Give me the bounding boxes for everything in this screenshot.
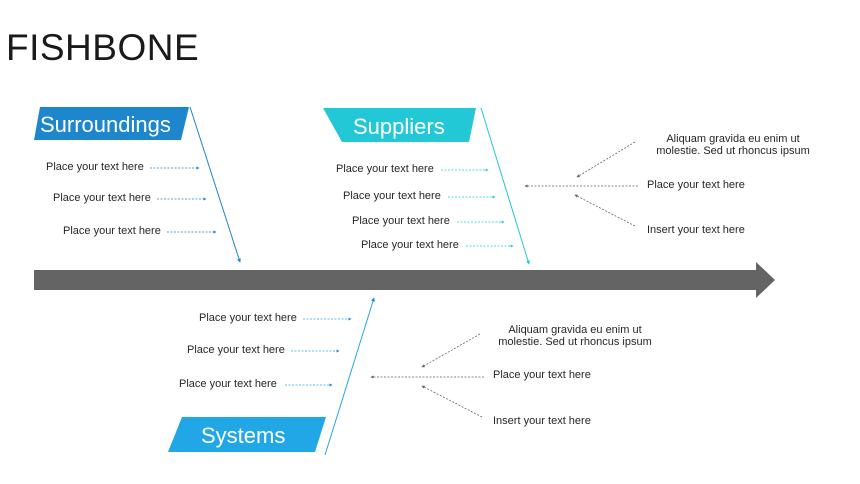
suppliers-banner <box>323 108 476 142</box>
systems-item: Place your text here <box>187 344 285 356</box>
suppliers-label: Suppliers <box>353 114 445 139</box>
systems-bone <box>324 297 375 456</box>
suppliers-item: Place your text here <box>352 215 450 227</box>
surroundings-item: Place your text here <box>63 225 161 237</box>
top-cluster-bottom-arrow <box>574 194 636 227</box>
top-cluster-note: Aliquam gravida eu enim ut molestie. Sed… <box>648 133 818 157</box>
bottom-cluster-bottom-text: Insert your text here <box>493 415 591 427</box>
top-cluster-note-arrow <box>576 141 636 178</box>
bottom-cluster-note-line2: molestie. Sed ut rhoncus ipsum <box>498 336 652 348</box>
spine-body <box>34 270 756 290</box>
bottom-cluster-note: Aliquam gravida eu enim ut molestie. Sed… <box>490 324 660 348</box>
top-cluster-bottom-text: Insert your text here <box>647 224 745 236</box>
systems-item: Place your text here <box>199 312 297 324</box>
bottom-cluster-middle-text: Place your text here <box>493 369 591 381</box>
systems-banner <box>168 417 326 452</box>
suppliers-item: Place your text here <box>361 239 459 251</box>
surroundings-label: Surroundings <box>40 112 171 137</box>
suppliers-bone <box>480 107 530 265</box>
surroundings-banner <box>34 107 189 140</box>
bottom-cluster-bottom-arrow <box>421 385 483 418</box>
surroundings-bone <box>189 106 241 263</box>
systems-label: Systems <box>201 423 286 448</box>
bottom-cluster-note-line1: Aliquam gravida eu enim ut <box>508 324 642 336</box>
top-cluster-note-line1: Aliquam gravida eu enim ut <box>666 133 800 145</box>
surroundings-item: Place your text here <box>53 192 151 204</box>
page-title: FISHBONE <box>6 27 200 68</box>
systems-item: Place your text here <box>179 378 277 390</box>
main-spine-arrow <box>34 262 775 298</box>
surroundings-item: Place your text here <box>46 161 144 173</box>
top-cluster-middle-text: Place your text here <box>647 179 745 191</box>
bottom-cluster-note-arrow <box>421 333 481 368</box>
top-cluster-note-line2: molestie. Sed ut rhoncus ipsum <box>656 145 810 157</box>
spine-head <box>756 262 775 298</box>
suppliers-item: Place your text here <box>336 163 434 175</box>
suppliers-item: Place your text here <box>343 190 441 202</box>
